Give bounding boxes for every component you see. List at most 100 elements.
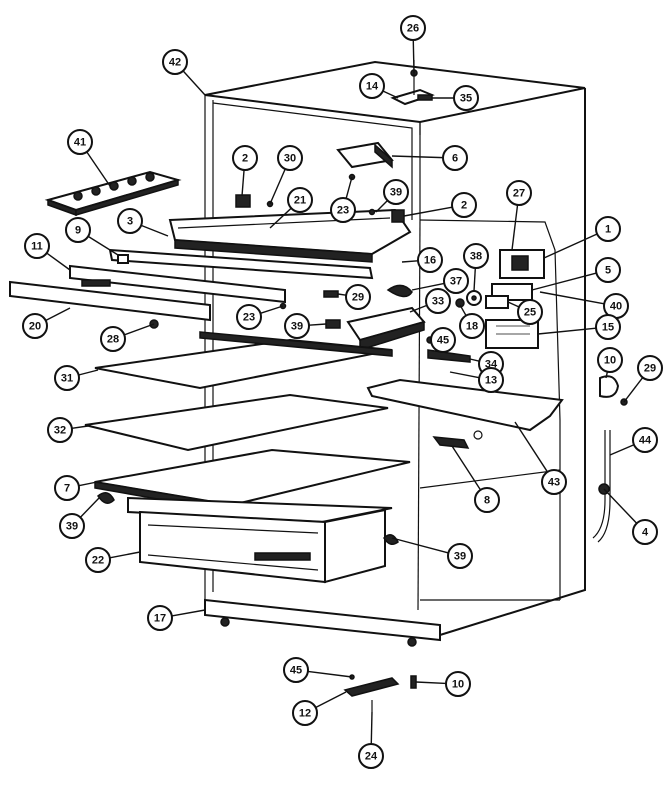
callout-circle (451, 192, 477, 218)
callout-23: 23 (236, 304, 262, 330)
callout-number: 33 (432, 296, 444, 308)
callout-number: 18 (466, 321, 478, 333)
callout-37: 37 (443, 268, 469, 294)
callout-number: 20 (29, 321, 41, 333)
callout-circle (430, 327, 456, 353)
callout-number: 39 (291, 321, 303, 333)
callout-16: 16 (417, 247, 443, 273)
callout-number: 30 (284, 153, 296, 165)
callout-10: 10 (597, 347, 623, 373)
callout-number: 8 (484, 495, 490, 507)
callout-circle (442, 145, 468, 171)
callout-29: 29 (637, 355, 663, 381)
callout-1: 1 (595, 216, 621, 242)
callout-circle (358, 743, 384, 769)
leader-line-14 (382, 90, 399, 99)
callout-circle (236, 304, 262, 330)
top-hinge-assembly (390, 60, 435, 106)
callout-circle (463, 243, 489, 269)
callout-number: 9 (75, 225, 81, 237)
leader-line-29 (623, 377, 644, 403)
callout-39: 39 (383, 179, 409, 205)
callout-42: 42 (162, 49, 188, 75)
callout-39: 39 (284, 313, 310, 339)
callout-circle (117, 208, 143, 234)
callout-number: 39 (390, 187, 402, 199)
leader-line-24 (370, 711, 373, 745)
callout-circle (345, 284, 371, 310)
leader-line-12 (315, 691, 347, 709)
callout-number: 11 (31, 241, 43, 253)
callout-12: 12 (292, 700, 318, 726)
leader-line-39 (79, 496, 101, 518)
leader-line-1 (543, 233, 598, 259)
callout-number: 45 (290, 665, 302, 677)
callout-number: 16 (424, 255, 436, 267)
callout-number: 27 (513, 188, 525, 200)
leader-line-15 (537, 327, 597, 335)
drain-cover (366, 378, 564, 440)
callout-33: 33 (425, 288, 451, 314)
callout-number: 23 (243, 312, 255, 324)
leader-line-40 (539, 291, 605, 305)
leader-line-33 (409, 304, 428, 313)
leader-line-20 (45, 307, 71, 322)
leader-line-37 (411, 282, 445, 291)
callout-circle (632, 427, 658, 453)
callout-number: 1 (605, 224, 611, 236)
callout-24: 24 (358, 743, 384, 769)
callout-43: 43 (541, 469, 567, 495)
base-kickplate (204, 598, 441, 647)
crisper-drawer (127, 496, 393, 584)
callout-number: 15 (602, 322, 614, 334)
callout-28: 28 (100, 326, 126, 352)
callout-number: 31 (61, 373, 73, 385)
callout-15: 15 (595, 314, 621, 340)
leader-line-17 (171, 609, 206, 617)
leader-line-45 (307, 670, 353, 678)
callout-13: 13 (478, 367, 504, 393)
leader-line-2 (241, 169, 245, 197)
wire-shelf-32 (84, 393, 389, 452)
leader-line-28 (124, 323, 155, 336)
callout-30: 30 (277, 145, 303, 171)
callout-23: 23 (330, 197, 356, 223)
callout-circle (330, 197, 356, 223)
callout-circle (400, 15, 426, 41)
callout-circle (443, 268, 469, 294)
callout-22: 22 (85, 547, 111, 573)
callout-number: 10 (452, 679, 464, 691)
callout-number: 45 (437, 335, 449, 347)
callout-circle (541, 469, 567, 495)
callout-circle (65, 217, 91, 243)
callout-32: 32 (47, 417, 73, 443)
callout-number: 21 (294, 195, 306, 207)
callout-circle (595, 314, 621, 340)
callout-circle (595, 257, 621, 283)
callout-circle (597, 347, 623, 373)
upper-shelf (168, 194, 412, 263)
callout-circle (54, 475, 80, 501)
callout-number: 13 (485, 375, 497, 387)
leader-line-32 (71, 425, 89, 429)
callout-number: 39 (454, 551, 466, 563)
callout-35: 35 (453, 85, 479, 111)
fasteners (96, 173, 628, 545)
egg-tray (44, 170, 182, 217)
callout-6: 6 (442, 145, 468, 171)
callout-circle (147, 605, 173, 631)
callout-21: 21 (287, 187, 313, 213)
callout-number: 29 (352, 292, 364, 304)
callout-circle (632, 519, 658, 545)
leader-line-23 (345, 176, 353, 199)
callout-number: 10 (604, 355, 616, 367)
callout-circle (359, 73, 385, 99)
leader-line-43 (514, 421, 549, 473)
callout-2: 2 (232, 145, 258, 171)
leader-line-8 (451, 445, 482, 491)
callout-circle (478, 367, 504, 393)
callout-circle (162, 49, 188, 75)
callout-7: 7 (54, 475, 80, 501)
callout-8: 8 (474, 487, 500, 513)
